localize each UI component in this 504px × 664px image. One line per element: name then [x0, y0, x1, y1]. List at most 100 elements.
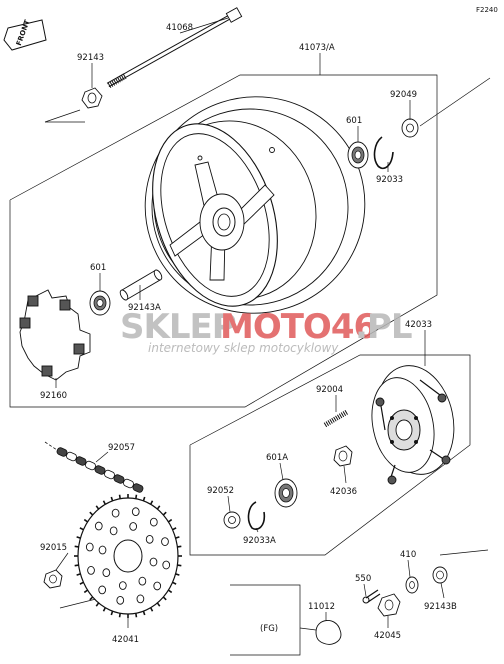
- sprocket-tooth: [76, 536, 81, 539]
- label-42036: 42036: [330, 487, 357, 497]
- sprocket-tooth: [177, 564, 182, 567]
- sprocket-tooth: [89, 596, 94, 601]
- sprocket-hole: [162, 560, 171, 570]
- label-42041: 42041: [112, 635, 139, 645]
- label-410: 410: [400, 550, 416, 560]
- sprocket-hole: [98, 585, 107, 595]
- sprocket-hole: [102, 568, 111, 578]
- sprocket-tooth: [83, 518, 89, 523]
- label-92033A: 92033A: [243, 536, 276, 546]
- sprocket-hole: [129, 522, 138, 531]
- sprocket-tooth: [83, 589, 89, 594]
- sprocket-hole: [87, 566, 95, 575]
- hub-group-outline: [189, 354, 471, 556]
- nut-42036: [333, 445, 353, 467]
- chain-link: [123, 478, 134, 489]
- sprocket-tooth: [102, 500, 107, 505]
- cotter-pin-550: [362, 589, 381, 604]
- sprocket-tooth: [74, 545, 79, 548]
- sprocket-hole: [98, 545, 107, 555]
- sprocket-tooth: [156, 602, 161, 607]
- label-92143A: 92143A: [128, 303, 161, 313]
- sprocket-tooth: [110, 496, 114, 502]
- label-41068: 41068: [166, 23, 193, 33]
- sprocket-hole: [149, 557, 158, 567]
- chain-link: [132, 483, 144, 493]
- bearing-601-top: [347, 141, 369, 169]
- leader-lines: [55, 17, 445, 631]
- sprocket-hole: [109, 526, 118, 536]
- sprocket-tooth: [142, 610, 146, 616]
- label-601-left: 601: [90, 263, 106, 273]
- sprocket-tooth: [79, 581, 84, 585]
- sprocket-hole: [136, 594, 145, 604]
- sprocket-hole: [145, 534, 154, 544]
- chain-link: [75, 456, 87, 466]
- watermark-text-red: MOTO46: [220, 307, 376, 347]
- chain-link: [66, 451, 77, 462]
- axle-leader: [44, 109, 81, 123]
- chain-link: [113, 474, 125, 484]
- nut-92015: [43, 569, 63, 589]
- sprocket-hole: [138, 576, 147, 586]
- wheel-group-outline: [9, 74, 438, 408]
- sprocket-hole: [131, 507, 140, 517]
- label-92052: 92052: [207, 486, 234, 496]
- label-601-top: 601: [346, 116, 362, 126]
- sprocket-tooth: [74, 564, 79, 567]
- chain-92057: [44, 441, 144, 493]
- fg-group-outline: [230, 584, 301, 656]
- sprocket-tooth: [89, 511, 94, 516]
- sprocket-tooth: [167, 589, 173, 594]
- label-92057: 92057: [108, 443, 135, 453]
- sprocket-hole: [94, 521, 103, 531]
- sprocket-hole: [116, 595, 125, 605]
- label-92033: 92033: [376, 175, 403, 185]
- sprocket-tooth: [149, 500, 154, 505]
- sprocket-tooth: [95, 602, 100, 607]
- sprocket-tooth: [172, 581, 177, 585]
- label-92143: 92143: [77, 53, 104, 63]
- sprocket-hole: [149, 517, 158, 527]
- sprocket-tooth: [175, 573, 180, 576]
- label-550: 550: [355, 574, 371, 584]
- sprocket-tooth: [162, 596, 167, 601]
- front-arrow-icon: FRONT: [3, 19, 47, 51]
- sprocket-tooth: [95, 505, 100, 510]
- label-fg: (FG): [260, 624, 278, 634]
- axle-41068: [106, 7, 243, 89]
- chain-link: [85, 460, 96, 471]
- collar-92052: [223, 511, 241, 529]
- sprocket-tooth: [118, 613, 121, 618]
- sprocket-tooth: [79, 527, 84, 531]
- chain-link: [104, 469, 115, 480]
- rear-wheel-41073A: [144, 96, 366, 314]
- watermark-subtitle: internetowy sklep motocyklowy: [148, 341, 339, 355]
- chain-link: [94, 465, 106, 475]
- watermark-text-suffix: .PL: [355, 307, 412, 347]
- collar-92143B: [432, 566, 448, 584]
- label-92143B: 92143B: [424, 602, 457, 612]
- label-92049: 92049: [390, 90, 417, 100]
- bearing-601-left: [89, 290, 111, 316]
- sprocket-leader: [59, 597, 101, 609]
- sprocket-tooth: [167, 518, 173, 523]
- sprocket-tooth: [162, 511, 167, 516]
- sleeve-92143A: [119, 269, 163, 301]
- sprocket-tooth: [135, 613, 138, 618]
- circlip-92033: [373, 136, 394, 170]
- label-92160: 92160: [40, 391, 67, 401]
- circlip-92033A: [247, 501, 266, 530]
- sprocket-tooth: [142, 496, 146, 502]
- sprocket-hole: [153, 581, 162, 591]
- sprocket-tooth: [177, 545, 182, 548]
- sprocket-hole: [111, 508, 120, 518]
- grease-11012: [315, 620, 342, 645]
- label-601A: 601A: [266, 453, 288, 463]
- sprocket-tooth: [175, 536, 180, 539]
- sprocket-tooth: [172, 527, 177, 531]
- diagram-code: F2240: [476, 6, 498, 14]
- collar-leader: [439, 549, 489, 556]
